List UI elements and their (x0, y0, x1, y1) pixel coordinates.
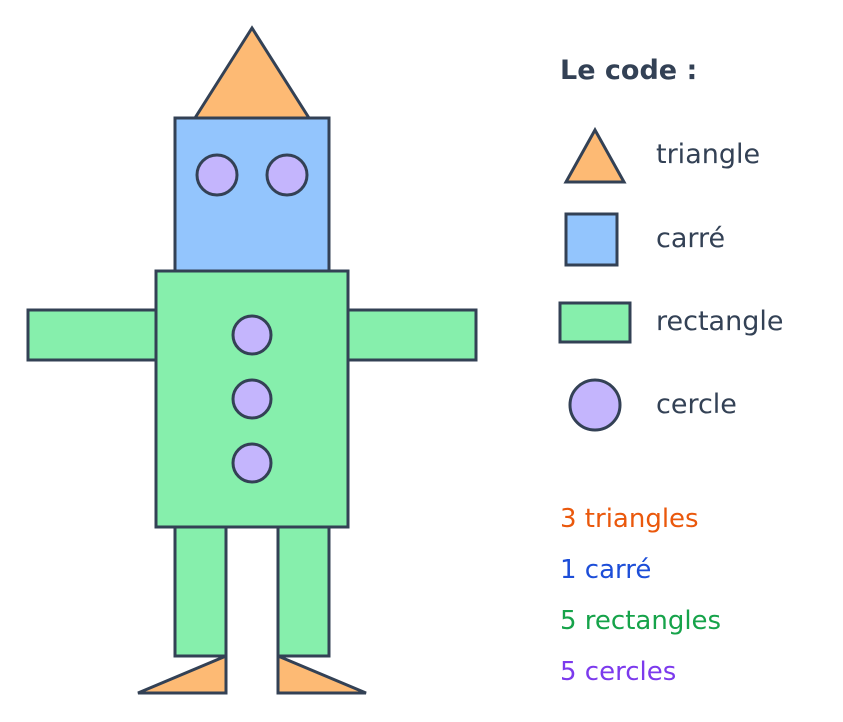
count-cercles: 5 cercles (560, 657, 676, 687)
legend-label-rectangle: rectangle (656, 306, 783, 337)
legend-title: Le code : (560, 55, 697, 86)
robot-left-foot-triangle (137, 653, 228, 695)
robot-button-bottom-circle (231, 442, 273, 484)
legend-triangle-icon (563, 126, 627, 184)
count-rectangles: 5 rectangles (560, 606, 721, 636)
robot-left-arm-rectangle (26, 308, 158, 362)
robot-head-square (173, 116, 331, 273)
legend-label-carre: carré (656, 223, 725, 254)
legend-label-cercle: cercle (656, 389, 737, 420)
robot-left-eye-circle (195, 153, 239, 197)
robot-right-eye-circle (265, 153, 309, 197)
robot-right-arm-rectangle (346, 308, 478, 362)
count-triangles: 3 triangles (560, 504, 699, 534)
legend: Le code : triangle carré rectangle cercl… (558, 55, 783, 432)
legend-rectangle-icon (558, 301, 632, 344)
robot-button-middle-circle (231, 378, 273, 420)
count-carre: 1 carré (560, 555, 651, 585)
legend-circle-icon (568, 378, 622, 432)
shape-counts: 3 triangles 1 carré 5 rectangles 5 cercl… (560, 504, 721, 687)
legend-label-triangle: triangle (656, 139, 760, 170)
robot (26, 25, 478, 695)
legend-square-icon (564, 212, 619, 267)
robot-left-leg-rectangle (173, 525, 228, 658)
robot-button-top-circle (231, 314, 273, 356)
robot-right-leg-rectangle (276, 525, 331, 658)
robot-right-foot-triangle (276, 653, 367, 695)
robot-hat-triangle (192, 25, 312, 120)
